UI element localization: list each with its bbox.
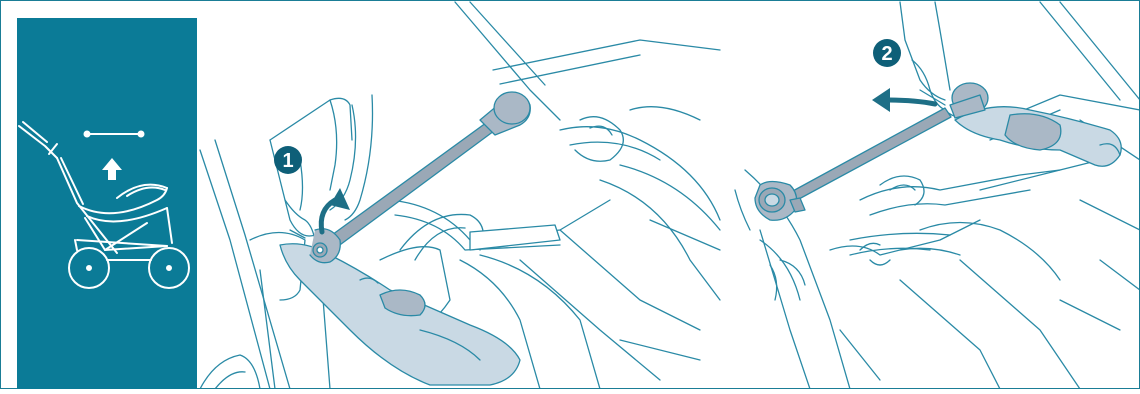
- step-2-number: 2: [881, 43, 892, 65]
- curved-arrow-left-icon: [872, 88, 935, 112]
- step-1-illustration: 1: [200, 2, 720, 389]
- step-2-badge: 2: [873, 39, 901, 67]
- sidebar-rod-2: [755, 83, 988, 220]
- step-1-number: 1: [282, 150, 293, 172]
- step-1-badge: 1: [274, 146, 302, 174]
- step-2-illustration: 2: [735, 2, 1140, 389]
